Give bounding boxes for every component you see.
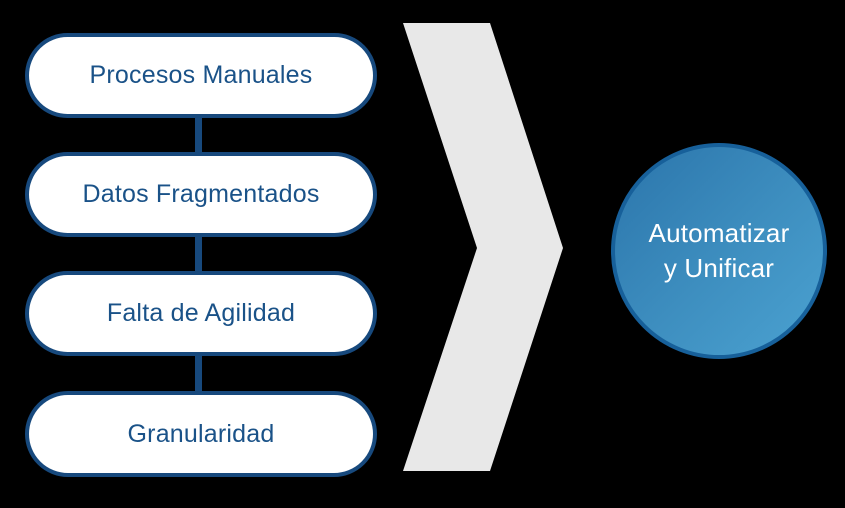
pill-falta-de-agilidad: Falta de Agilidad (25, 271, 377, 356)
connector-line-3 (195, 348, 202, 401)
pill-granularidad: Granularidad (25, 391, 377, 477)
connector-line-2 (195, 229, 202, 281)
result-circle-label: Automatizar y Unificar (649, 216, 790, 286)
pill-label: Falta de Agilidad (106, 299, 296, 327)
pill-label: Granularidad (127, 419, 275, 448)
pill-datos-fragmentados: Datos Fragmentados (25, 152, 377, 237)
result-circle-line2: y Unificar (663, 253, 775, 283)
connector-line-1 (195, 110, 202, 162)
result-circle-line1: Automatizar (648, 218, 790, 248)
pill-procesos-manuales: Procesos Manuales (25, 33, 377, 118)
result-circle: Automatizar y Unificar (611, 143, 827, 359)
pill-label: Datos Fragmentados (82, 180, 320, 208)
pill-label: Procesos Manuales (89, 61, 313, 89)
